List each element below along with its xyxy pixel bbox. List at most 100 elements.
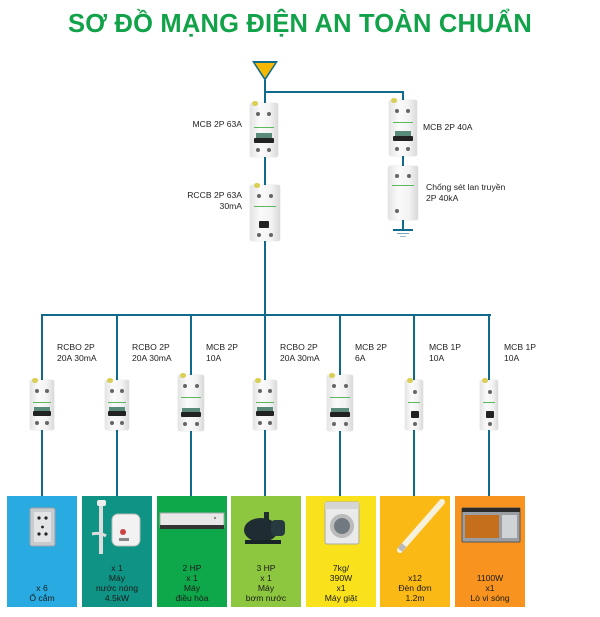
toggle-lever (257, 407, 273, 411)
toggle-lever-base (33, 411, 51, 416)
main-mcb-label: MCB 2P 63A (192, 119, 242, 129)
microwave-icon (455, 496, 525, 571)
load-caption: x 6 Ổ cắm (29, 583, 55, 603)
terminal-screw (488, 390, 492, 394)
brand-stripe (254, 206, 276, 207)
terminal-screw (35, 421, 39, 425)
load-box: x12 Đèn đơn 1.2m (380, 496, 450, 607)
circuit-wire-lower (41, 430, 43, 496)
terminal-screw (256, 148, 260, 152)
water-heater-icon (82, 496, 152, 571)
washing-machine-icon (306, 496, 376, 571)
load-caption: 2 HP x 1 Máy điều hòa (175, 563, 209, 603)
terminal-screw (395, 147, 399, 151)
brand-stripe (408, 402, 420, 403)
circuit-wire-lower (413, 430, 415, 496)
terminal-screw (195, 422, 199, 426)
toggle-lever-base (256, 411, 274, 416)
brand-stripe (256, 402, 274, 403)
load-caption: 3 HP x 1 Máy bơm nước (245, 563, 287, 603)
toggle-lever-base (330, 412, 350, 417)
circuit-wire-upper (339, 315, 341, 375)
circuit-wire-upper (264, 315, 266, 380)
indicator-knob (180, 373, 186, 378)
circuit-wire-upper (488, 315, 490, 380)
circuit-wire-lower (190, 431, 192, 496)
terminal-screw (413, 390, 417, 394)
terminal-screw (120, 421, 124, 425)
terminal-screw (395, 209, 399, 213)
terminal-screw (110, 389, 114, 393)
terminal-screw (344, 422, 348, 426)
terminal-screw (267, 148, 271, 152)
circuit-wire-lower (116, 430, 118, 496)
toggle-lever-base (181, 412, 201, 417)
load-box: 1100W x1 Lò vi sóng (455, 496, 525, 607)
surge-mcb-label: MCB 2P 40A (423, 122, 473, 132)
circuit-wire-lower (488, 430, 490, 496)
fluorescent-tube-icon (380, 496, 450, 571)
circuit-breaker-label: RCBO 2P 20A 30mA (57, 342, 97, 363)
terminal-screw (488, 422, 492, 426)
circuit-breaker-device (30, 378, 54, 430)
toggle-lever (34, 407, 50, 411)
distribution-bus (41, 314, 491, 316)
air-conditioner-icon (157, 496, 227, 571)
toggle-lever (486, 411, 494, 418)
terminal-screw (268, 389, 272, 393)
load-caption: x 1 Máy nước nóng 4.5kW (96, 563, 138, 603)
circuit-wire-upper (116, 315, 118, 380)
terminal-screw (35, 389, 39, 393)
circuit-breaker-device (480, 378, 498, 430)
toggle-lever-base (254, 138, 274, 143)
toggle-lever (395, 131, 411, 136)
terminal-screw (258, 421, 262, 425)
terminal-screw (413, 422, 417, 426)
surge-feed-wire-vertical (402, 91, 404, 229)
terminal-screw (406, 109, 410, 113)
surge-protector (388, 166, 418, 220)
indicator-knob (32, 378, 38, 383)
circuit-wire-lower (264, 430, 266, 496)
circuit-breaker-device (253, 378, 277, 430)
terminal-screw (110, 421, 114, 425)
power-socket-icon (7, 496, 77, 571)
circuit-wire-lower (339, 431, 341, 496)
load-box: x 1 Máy nước nóng 4.5kW (82, 496, 152, 607)
indicator-knob (482, 378, 488, 383)
load-caption: 7kg/ 390W x1 Máy giặt (324, 563, 358, 603)
terminal-screw (183, 422, 187, 426)
toggle-lever (109, 407, 125, 411)
brand-stripe (254, 127, 274, 128)
terminal-screw (332, 422, 336, 426)
load-box: x 6 Ổ cắm (7, 496, 77, 607)
circuit-breaker-label: MCB 2P 6A (355, 342, 387, 363)
surge-feed-wire-horizontal (265, 91, 404, 93)
diagram-title: SƠ ĐỒ MẠNG ĐIỆN AN TOÀN CHUẨN (68, 10, 532, 38)
terminal-screw (407, 174, 411, 178)
circuit-breaker-device (327, 373, 353, 431)
load-caption: 1100W x1 Lò vi sóng (470, 573, 510, 603)
toggle-lever-base (393, 136, 413, 141)
circuit-wire-upper (190, 315, 192, 375)
terminal-screw (344, 384, 348, 388)
load-box: 2 HP x 1 Máy điều hòa (157, 496, 227, 607)
circuit-breaker-device (105, 378, 129, 430)
circuit-breaker-device (405, 378, 423, 430)
terminal-screw (120, 389, 124, 393)
terminal-screw (267, 112, 271, 116)
brand-stripe (330, 397, 350, 398)
brand-stripe (393, 122, 413, 123)
terminal-screw (395, 174, 399, 178)
indicator-knob (107, 378, 113, 383)
terminal-screw (257, 194, 261, 198)
circuit-breaker-device (178, 373, 204, 431)
brand-stripe (33, 402, 51, 403)
main-mcb-breaker (250, 101, 278, 157)
circuit-breaker-label: MCB 1P 10A (429, 342, 461, 363)
terminal-screw (269, 233, 273, 237)
terminal-screw (395, 109, 399, 113)
indicator-knob (254, 183, 260, 188)
indicator-knob (407, 378, 413, 383)
terminal-screw (256, 112, 260, 116)
